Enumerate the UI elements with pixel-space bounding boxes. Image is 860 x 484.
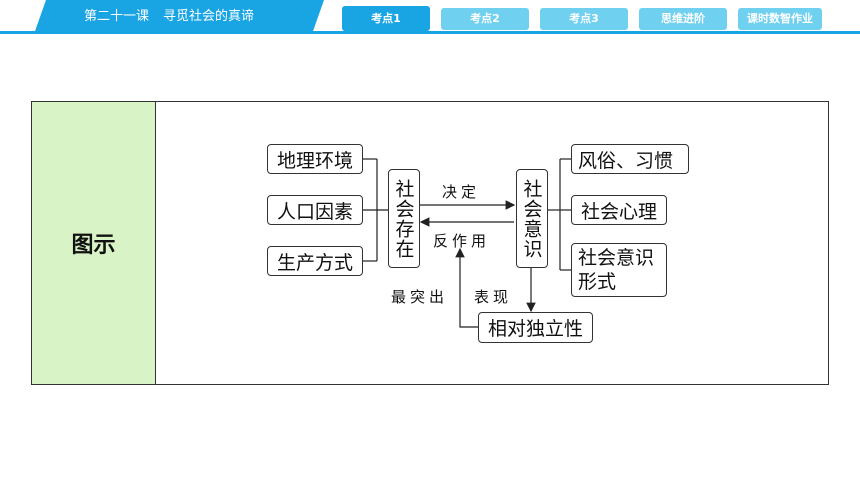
tab-homework[interactable]: 课时数智作业 [738,8,822,30]
lesson-title: 寻觅社会的真谛 [163,9,255,24]
tab-thinking-advance[interactable]: 思维进阶 [639,8,727,30]
content-table: 图示 [31,101,829,385]
lesson-title-tab: 第二十一课寻觅社会的真谛 [34,0,324,34]
header-divider [0,31,860,34]
tab-kaodian-2[interactable]: 考点2 [441,8,529,30]
tab-kaodian-1[interactable]: 考点1 [342,6,430,31]
diagram-label: 图示 [71,233,116,258]
top-bar: 第二十一课寻觅社会的真谛 考点1 考点2 考点3 思维进阶 课时数智作业 [0,0,860,34]
lesson-number: 第二十一课 [84,9,150,24]
label-cell: 图示 [32,102,156,384]
tab-kaodian-3[interactable]: 考点3 [540,8,628,30]
